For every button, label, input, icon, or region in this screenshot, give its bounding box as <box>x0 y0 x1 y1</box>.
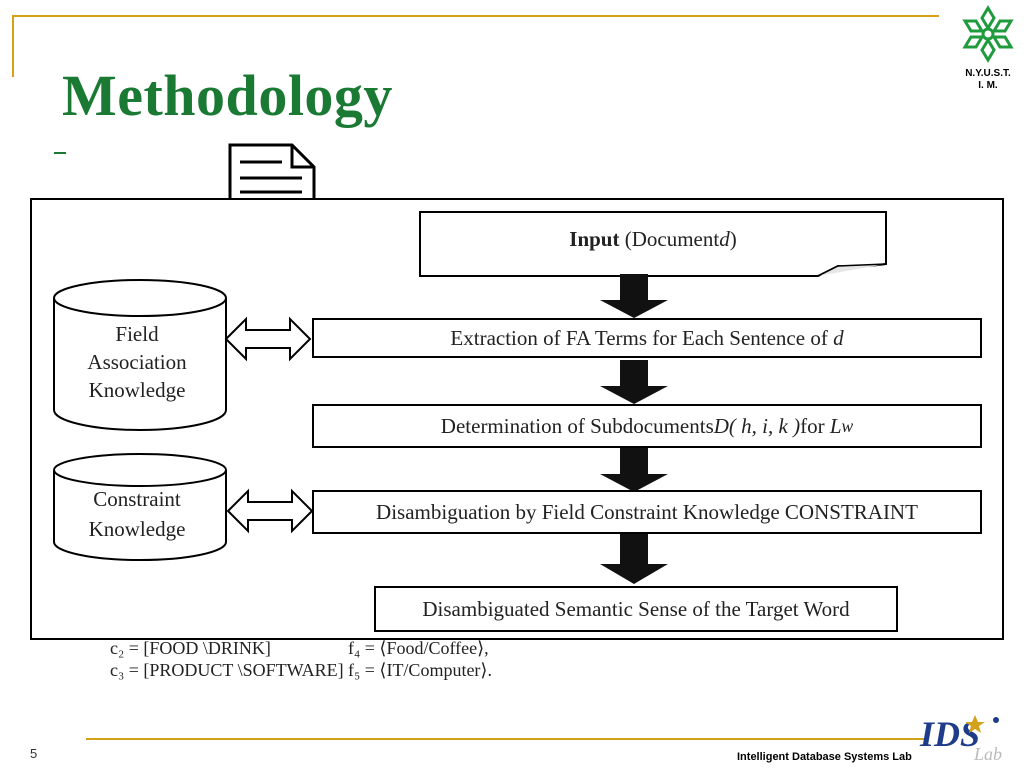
output-text: Disambiguated Semantic Sense of the Targ… <box>422 596 850 621</box>
down-arrow-1 <box>600 274 668 318</box>
down-arrow-4 <box>600 534 668 584</box>
down-arrow-3 <box>600 448 668 492</box>
field-association-line-2: Association <box>87 350 187 374</box>
bidirectional-arrow-1 <box>224 316 312 362</box>
step-extraction: Extraction of FA Terms for Each Sentence… <box>312 318 982 358</box>
left-accent-line <box>12 15 14 77</box>
input-rest: (Document <box>624 226 720 251</box>
bidirectional-arrow-2 <box>226 488 314 534</box>
constraint-line-1: Constraint <box>93 487 181 511</box>
down-arrow-2 <box>600 360 668 404</box>
step-determination-args: ( h, i, k ) <box>728 413 801 438</box>
step-disambiguation-text: Disambiguation by Field Constraint Knowl… <box>376 499 918 524</box>
input-var: d <box>719 226 730 251</box>
step-determination-tail: for <box>800 413 825 438</box>
step-determination-text: Determination of Subdocuments <box>440 413 714 438</box>
constraint-line-2: Knowledge <box>88 517 186 541</box>
top-accent-line <box>14 15 939 17</box>
logo-line-1: N.Y.U.S.T. <box>965 68 1011 79</box>
step-determination-var: D <box>713 413 729 438</box>
logo-line-2: I. M. <box>978 80 998 91</box>
input-close: ) <box>729 226 737 251</box>
field-association-database-icon <box>53 279 227 431</box>
field-line-f5: f₅ = ⟨IT/Computer⟩. <box>348 660 492 680</box>
constraint-label: Constraint Knowledge <box>62 484 212 544</box>
page-number: 5 <box>30 746 38 761</box>
step-determination: Determination of Subdocuments D( h, i, k… <box>312 404 982 448</box>
input-label: Input (Document d ) <box>418 210 888 268</box>
input-document-shape <box>419 211 887 277</box>
constraint-line-c3: c₃ = [PRODUCT \SOFTWARE] <box>110 660 344 680</box>
constraint-line-c2: c₂ = [FOOD \DRINK] <box>110 638 271 658</box>
university-logo: N.Y.U.S.T. I. M. <box>958 5 1018 91</box>
bottom-accent-line <box>86 738 924 740</box>
methodology-diagram: Input (Document d ) Extraction of FA Ter… <box>30 198 1004 640</box>
ids-lab-logo: IDS Lab <box>919 714 1002 764</box>
document-icon <box>228 143 316 202</box>
svg-text:Lab: Lab <box>973 744 1002 764</box>
step-determination-sub: w <box>841 415 854 436</box>
step-extraction-text: Extraction of FA Terms for Each Sentence… <box>450 325 828 350</box>
nyust-flower-icon <box>962 5 1014 63</box>
field-association-line-1: Field <box>115 322 159 346</box>
slide-title: Methodology <box>62 63 393 128</box>
svg-text:IDS: IDS <box>919 714 980 754</box>
output-box: Disambiguated Semantic Sense of the Targ… <box>374 586 898 632</box>
bullet-dash <box>54 152 66 154</box>
field-association-label: Field Association Knowledge <box>62 320 212 404</box>
constraint-database-icon <box>53 453 227 561</box>
field-line-f4: f₄ = ⟨Food/Coffee⟩, <box>348 638 489 658</box>
field-association-line-3: Knowledge <box>88 378 186 402</box>
step-determination-var2: L <box>829 413 842 438</box>
step-extraction-var: d <box>833 325 844 350</box>
footer-lab-name: Intelligent Database Systems Lab <box>737 751 912 763</box>
input-bold: Input <box>569 226 620 251</box>
step-disambiguation: Disambiguation by Field Constraint Knowl… <box>312 490 982 534</box>
